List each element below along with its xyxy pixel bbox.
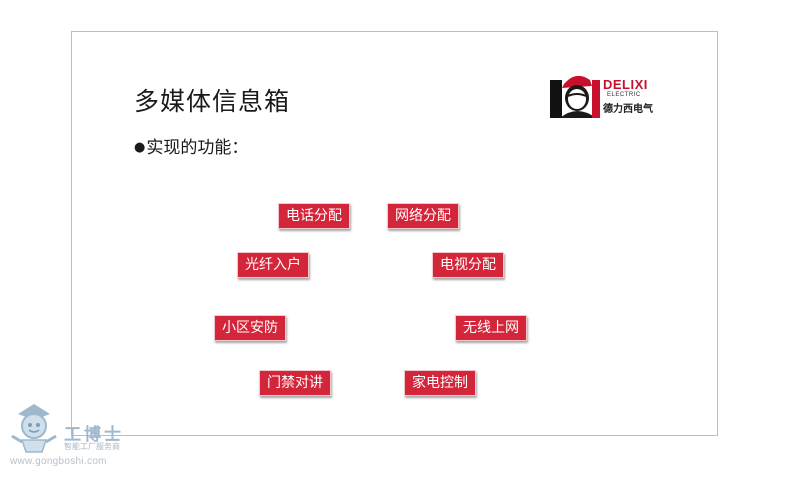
watermark-slogan: 智能工厂服务商 <box>64 442 120 451</box>
gongboshi-watermark: 工博士 智能工厂服务商 www.gongboshi.com <box>8 400 138 476</box>
logo-sub-text: ELECTRIC <box>607 92 641 98</box>
feature-tag-appliance: 家电控制 <box>404 370 476 396</box>
delixi-logo: DELIXI ELECTRIC 德力西电气 <box>550 70 666 120</box>
feature-tag-intercom: 门禁对讲 <box>259 370 331 396</box>
worker-mascot-icon <box>550 75 600 118</box>
feature-tag-wireless: 无线上网 <box>455 315 527 341</box>
watermark-cn: 工博士 <box>64 425 124 445</box>
watermark-url: www.gongboshi.com <box>10 456 107 467</box>
bullet-icon: ● <box>134 140 146 155</box>
subtitle-text: 实现的功能： <box>146 138 249 158</box>
feature-tag-network: 网络分配 <box>387 203 459 229</box>
logo-brand-text: DELIXI <box>603 77 648 92</box>
feature-tag-security: 小区安防 <box>214 315 286 341</box>
logo-cn-text: 德力西电气 <box>603 104 653 115</box>
slide: 多媒体信息箱 ●实现的功能： DELIXI ELECTRIC 德力西电气 电话分… <box>71 31 718 436</box>
robot-mascot-icon <box>11 404 57 453</box>
slide-subtitle: ●实现的功能： <box>134 133 248 158</box>
feature-tag-fiber: 光纤入户 <box>237 252 309 278</box>
feature-tag-tv: 电视分配 <box>432 252 504 278</box>
feature-tag-phone: 电话分配 <box>278 203 350 229</box>
slide-title: 多媒体信息箱 <box>134 87 291 116</box>
